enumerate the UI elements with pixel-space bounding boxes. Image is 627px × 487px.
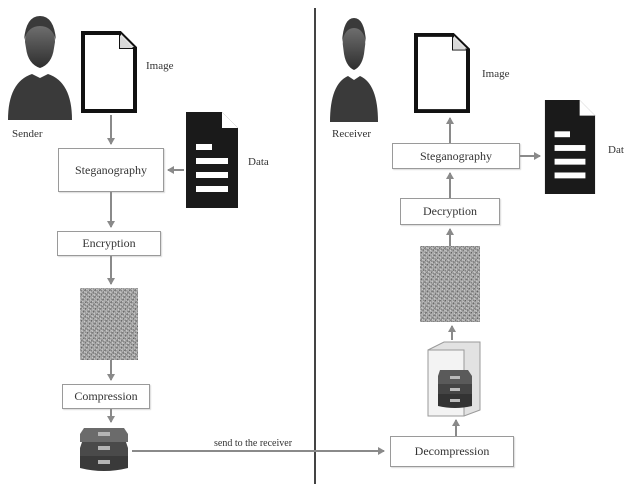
sender-data-label: Data: [248, 156, 269, 168]
receiver-label: Receiver: [332, 128, 372, 140]
sender-compression-box: Compression: [62, 384, 150, 409]
receiver-user-icon: [330, 18, 378, 122]
receiver-encrypted-noise-image: [420, 246, 480, 322]
sender-encryption-box: Encryption: [57, 231, 161, 256]
receiver-decompression-box: Decompression: [390, 436, 514, 467]
sender-user-icon: [8, 16, 72, 120]
panel-divider: [314, 8, 316, 484]
receiver-image-label: Image: [482, 68, 510, 80]
sender-data-document-icon: [186, 112, 238, 208]
receiver-steganography-box: Steganography: [392, 143, 520, 169]
sender-encrypted-noise-image: [80, 288, 138, 360]
sender-archive-stack-icon: [80, 428, 128, 471]
receiver-folder-archive-icon: [427, 341, 481, 417]
sender-label: Sender: [12, 128, 43, 140]
sender-image-file-icon: [81, 31, 137, 113]
transfer-label: send to the receiver: [214, 438, 293, 449]
sender-steganography-box: Steganography: [58, 148, 164, 192]
receiver-image-file-icon: [414, 32, 470, 114]
sender-image-label: Image: [146, 60, 174, 72]
receiver-data-label: Dat: [608, 144, 624, 156]
receiver-data-document-icon: [544, 99, 596, 195]
receiver-decryption-box: Decryption: [400, 198, 500, 225]
